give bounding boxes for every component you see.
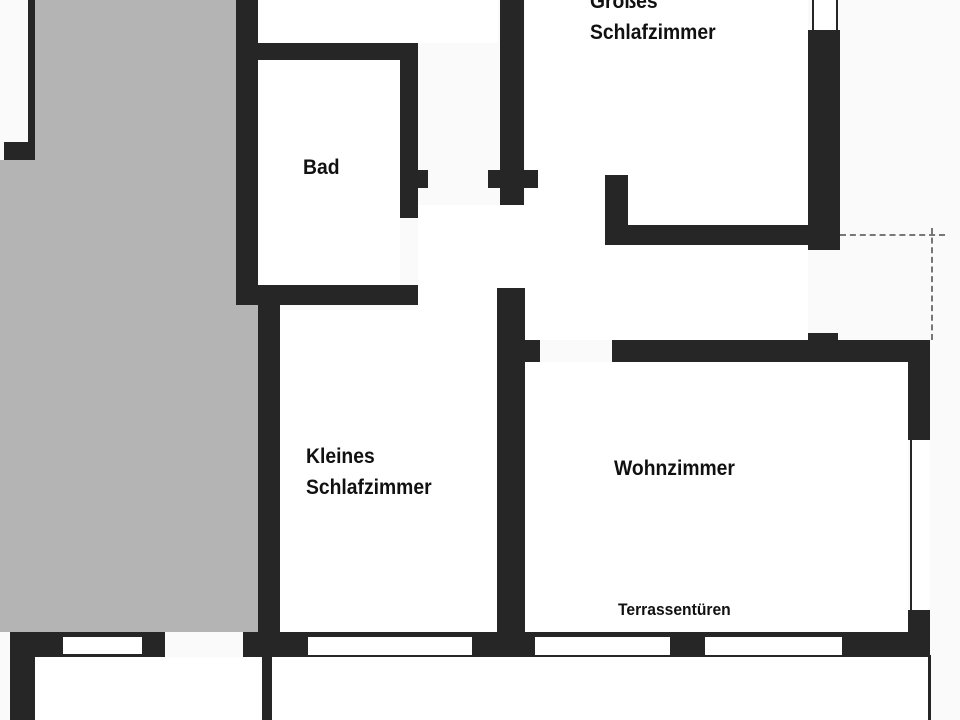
label-line: Schlafzimmer bbox=[306, 476, 432, 499]
room-floor-kleines-schlafzimmer bbox=[280, 310, 498, 632]
wall bbox=[258, 43, 418, 60]
window bbox=[910, 440, 930, 610]
wall bbox=[236, 285, 418, 305]
dashed-outline bbox=[840, 234, 945, 236]
wall bbox=[808, 333, 838, 343]
shaded-area bbox=[35, 0, 236, 160]
room-floor-bad bbox=[258, 60, 400, 285]
room-floor-grosses-schlafzimmer bbox=[525, 0, 808, 225]
terrace-floor bbox=[35, 657, 928, 720]
window bbox=[812, 0, 838, 32]
wall bbox=[497, 288, 525, 640]
terrace-door bbox=[535, 637, 670, 655]
window bbox=[308, 637, 472, 655]
wall bbox=[10, 657, 35, 720]
room-floor bbox=[258, 0, 498, 43]
wall bbox=[908, 340, 930, 440]
room-floor-wohnzimmer bbox=[525, 362, 908, 632]
label-line: Schlafzimmer bbox=[590, 21, 716, 44]
wall bbox=[808, 30, 840, 250]
wall bbox=[236, 0, 258, 305]
wall bbox=[258, 305, 280, 640]
wall bbox=[418, 170, 428, 188]
window bbox=[63, 637, 142, 654]
wall bbox=[525, 340, 540, 362]
wall bbox=[4, 142, 35, 160]
wall bbox=[928, 655, 931, 720]
room-label-wohnzimmer: Wohnzimmer bbox=[614, 457, 735, 480]
wall bbox=[28, 0, 35, 150]
room-label-grosses-schlafzimmer: Großes Schlafzimmer bbox=[590, 0, 716, 48]
dashed-outline bbox=[931, 228, 933, 340]
wall bbox=[400, 43, 418, 218]
label-line: Großes bbox=[590, 0, 658, 13]
annotation-terrassentueren: Terrassentüren bbox=[618, 600, 731, 619]
label-line: Kleines bbox=[306, 445, 375, 468]
room-label-kleines-schlafzimmer: Kleines Schlafzimmer bbox=[306, 441, 432, 503]
room-label-bad: Bad bbox=[303, 156, 340, 179]
shaded-area bbox=[0, 160, 258, 632]
wall bbox=[612, 340, 930, 362]
wall bbox=[605, 225, 840, 245]
wall bbox=[488, 170, 538, 188]
terrace-door bbox=[705, 637, 842, 655]
wall bbox=[262, 655, 272, 720]
